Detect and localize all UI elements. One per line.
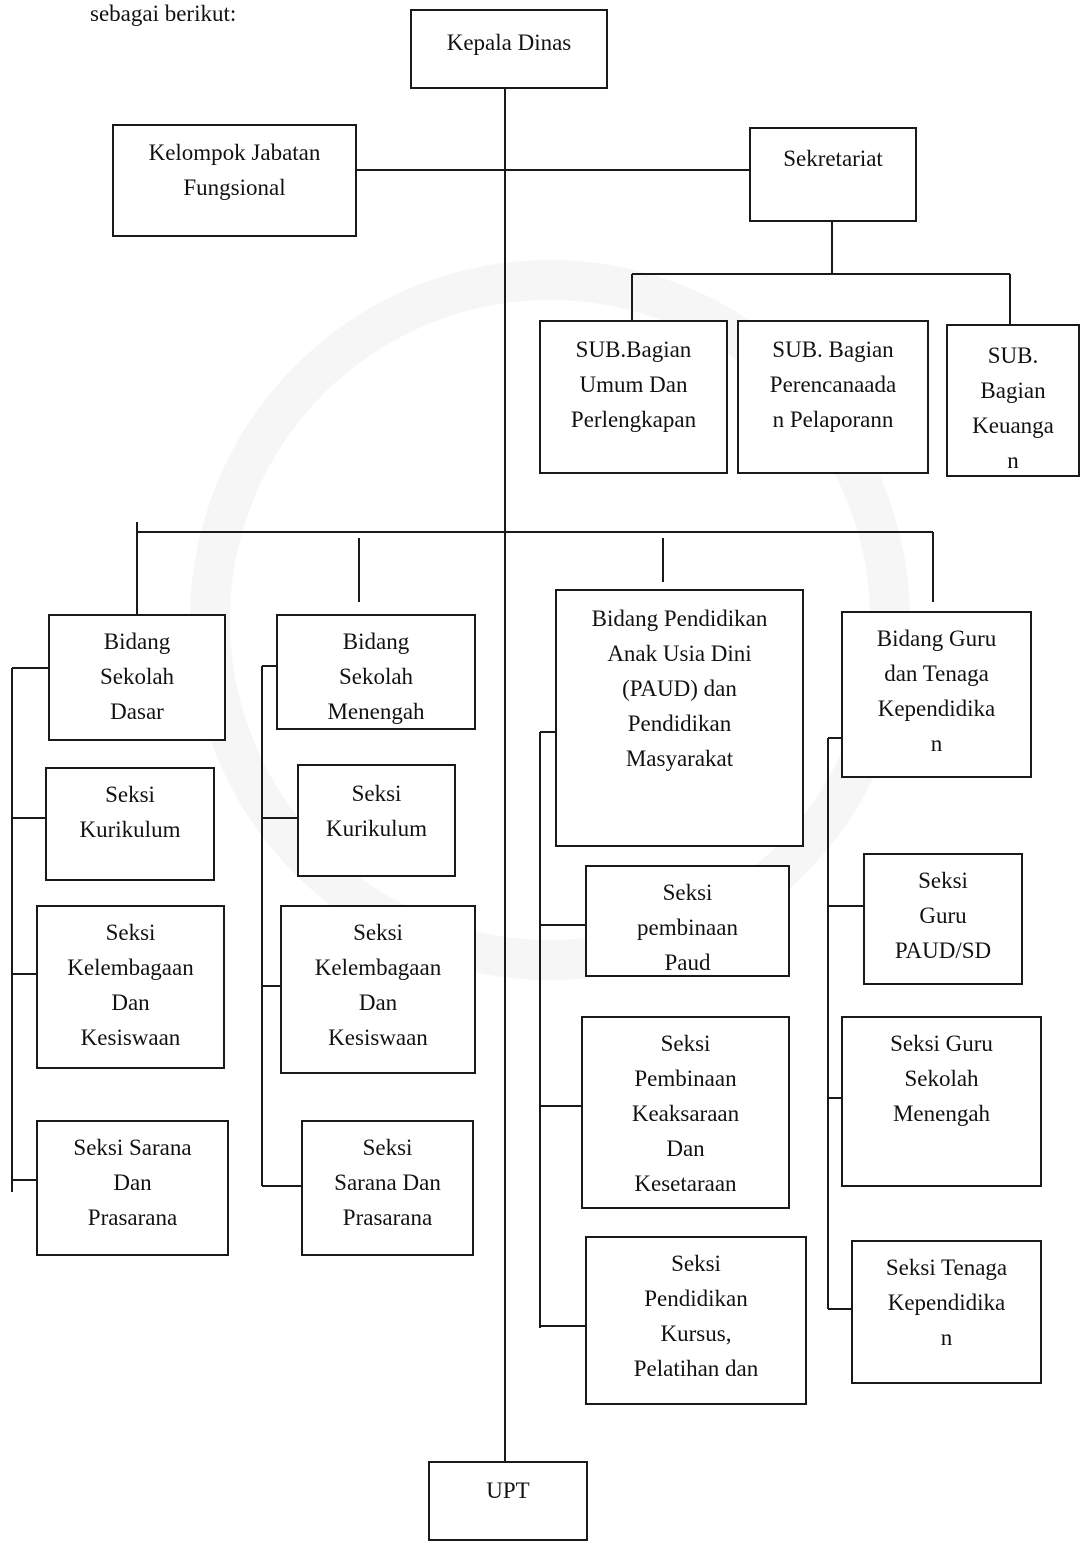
box-sub-bagian-perencanaan-label: SUB. Bagian Perencanaada n Pelaporann (769, 337, 897, 432)
box-paud-seksi-kursus: Seksi Pendidikan Kursus, Pelatihan dan (585, 1236, 807, 1405)
box-bidang-sekolah-dasar-label: Bidang Sekolah Dasar (99, 629, 175, 724)
box-bidang-sekolah-dasar: Bidang Sekolah Dasar (48, 614, 226, 741)
intro-text: sebagai berikut: (90, 1, 237, 26)
box-sekretariat: Sekretariat (749, 127, 917, 222)
box-sub-bagian-keuangan-label: SUB. Bagian Keuanga n (972, 343, 1054, 473)
box-sm-seksi-kurikulum: Seksi Kurikulum (297, 764, 456, 877)
box-bidang-paud: Bidang Pendidikan Anak Usia Dini (PAUD) … (555, 589, 804, 847)
box-kepala-dinas-label: Kepala Dinas (446, 30, 572, 55)
box-kelompok-jabatan-fungsional: Kelompok Jabatan Fungsional (112, 124, 357, 237)
box-upt-label: UPT (486, 1478, 530, 1503)
box-bidang-sekolah-menengah-label: Bidang Sekolah Menengah (327, 629, 425, 724)
box-upt: UPT (428, 1461, 588, 1541)
box-paud-seksi-pembinaan-label: Seksi pembinaan Paud (637, 880, 738, 975)
box-seksi-guru-sekolah-menengah: Seksi Guru Sekolah Menengah (841, 1016, 1042, 1187)
box-sm-seksi-kelembagaan: Seksi Kelembagaan Dan Kesiswaan (280, 905, 476, 1074)
box-paud-seksi-keaksaraan-label: Seksi Pembinaan Keaksaraan Dan Kesetaraa… (631, 1031, 740, 1196)
box-kepala-dinas: Kepala Dinas (410, 9, 608, 89)
box-sd-seksi-kelembagaan: Seksi Kelembagaan Dan Kesiswaan (36, 905, 225, 1069)
box-paud-seksi-keaksaraan: Seksi Pembinaan Keaksaraan Dan Kesetaraa… (581, 1016, 790, 1209)
box-paud-seksi-pembinaan: Seksi pembinaan Paud (585, 865, 790, 977)
box-seksi-tenaga-kependidikan: Seksi Tenaga Kependidika n (851, 1240, 1042, 1384)
box-paud-seksi-kursus-label: Seksi Pendidikan Kursus, Pelatihan dan (633, 1251, 759, 1381)
box-sm-seksi-sarana: Seksi Sarana Dan Prasarana (301, 1120, 474, 1256)
box-sm-seksi-kurikulum-label: Seksi Kurikulum (326, 781, 427, 841)
box-sub-bagian-umum: SUB.Bagian Umum Dan Perlengkapan (539, 320, 728, 474)
box-sd-seksi-kurikulum-label: Seksi Kurikulum (79, 782, 181, 842)
box-sd-seksi-kurikulum: Seksi Kurikulum (45, 767, 215, 881)
box-seksi-guru-sekolah-menengah-label: Seksi Guru Sekolah Menengah (890, 1031, 993, 1126)
box-sub-bagian-perencanaan: SUB. Bagian Perencanaada n Pelaporann (737, 320, 929, 474)
box-kelompok-jabatan-fungsional-label: Kelompok Jabatan Fungsional (148, 140, 321, 200)
box-bidang-guru: Bidang Guru dan Tenaga Kependidika n (841, 611, 1032, 778)
box-sm-seksi-sarana-label: Seksi Sarana Dan Prasarana (334, 1135, 441, 1230)
box-sd-seksi-kelembagaan-label: Seksi Kelembagaan Dan Kesiswaan (67, 920, 194, 1050)
box-bidang-guru-label: Bidang Guru dan Tenaga Kependidika n (876, 626, 997, 756)
box-bidang-sekolah-menengah: Bidang Sekolah Menengah (276, 614, 476, 730)
box-seksi-tenaga-kependidikan-label: Seksi Tenaga Kependidika n (885, 1255, 1008, 1350)
box-seksi-guru-paud-sd: Seksi Guru PAUD/SD (863, 853, 1023, 985)
box-sd-seksi-sarana: Seksi Sarana Dan Prasarana (36, 1120, 229, 1256)
box-seksi-guru-paud-sd-label: Seksi Guru PAUD/SD (894, 868, 992, 963)
box-sm-seksi-kelembagaan-label: Seksi Kelembagaan Dan Kesiswaan (314, 920, 442, 1050)
box-sub-bagian-umum-label: SUB.Bagian Umum Dan Perlengkapan (570, 337, 697, 432)
box-bidang-paud-label: Bidang Pendidikan Anak Usia Dini (PAUD) … (591, 606, 768, 771)
box-sub-bagian-keuangan: SUB. Bagian Keuanga n (946, 324, 1080, 477)
box-sekretariat-label: Sekretariat (783, 146, 883, 171)
box-sd-seksi-sarana-label: Seksi Sarana Dan Prasarana (73, 1135, 192, 1230)
